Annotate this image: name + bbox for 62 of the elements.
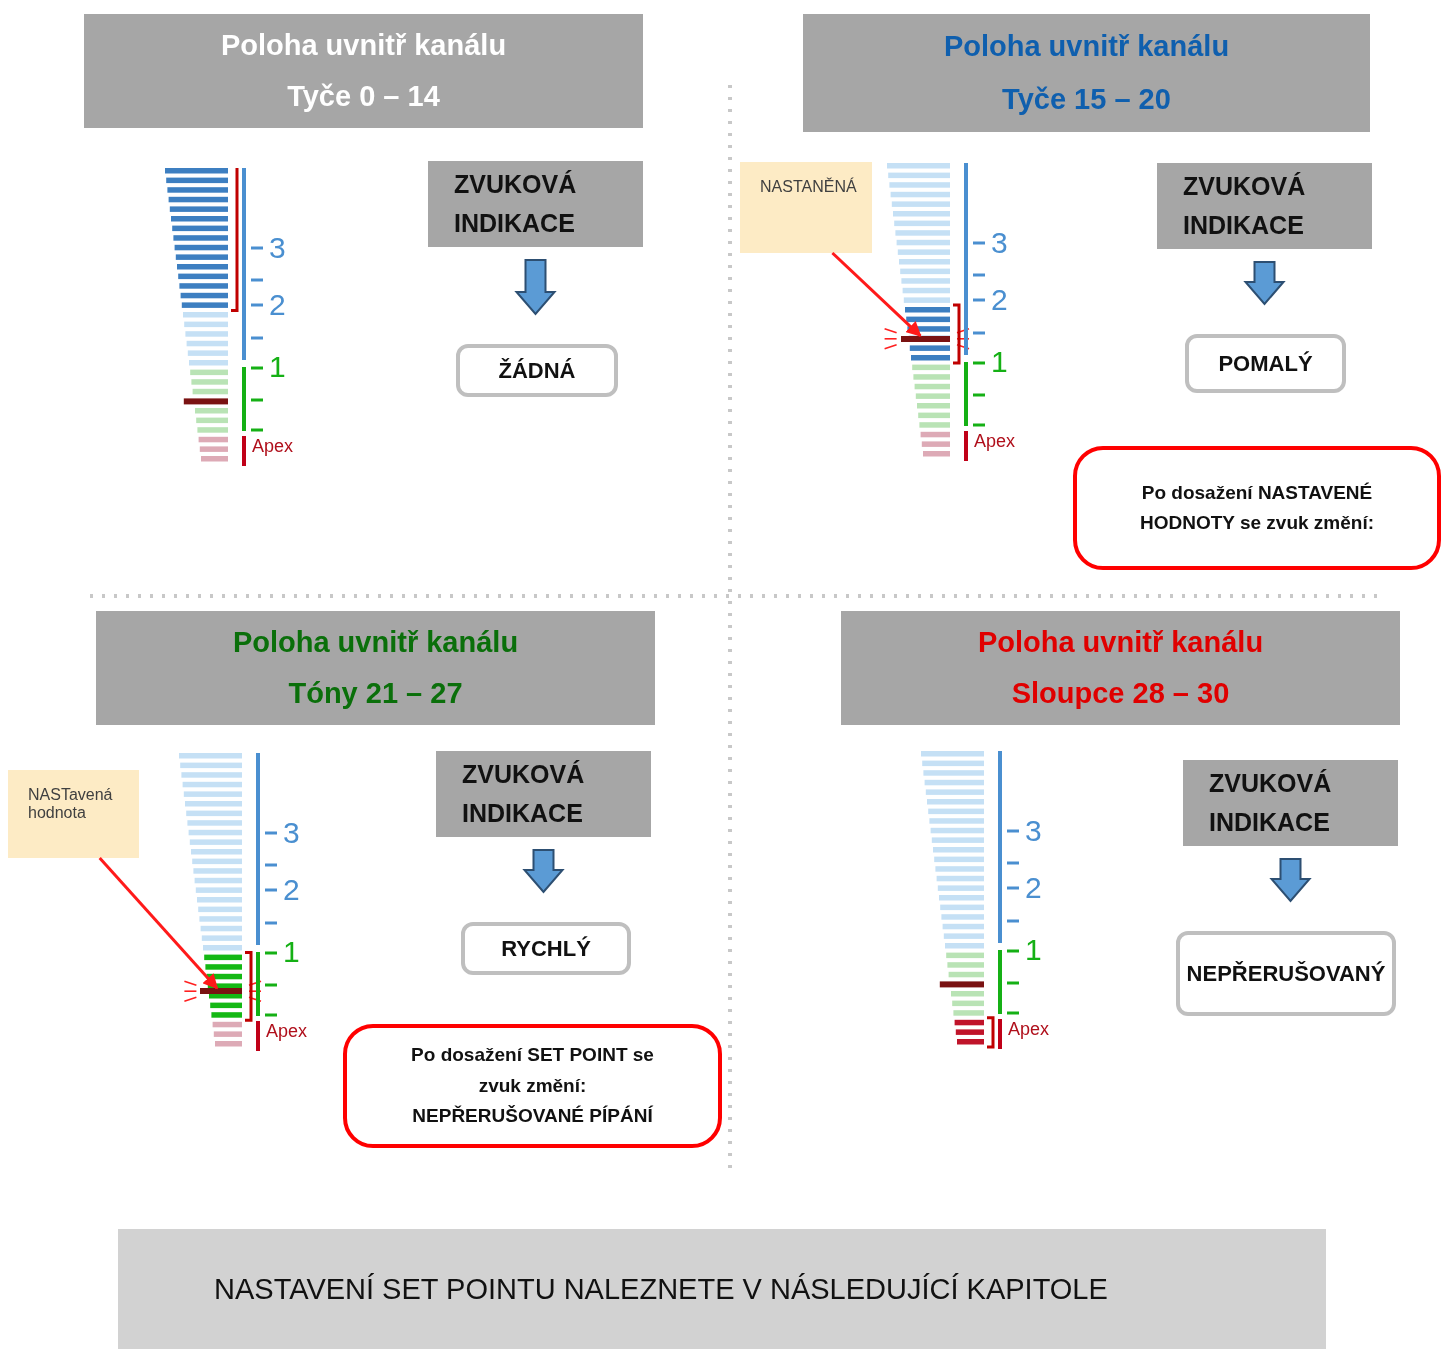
note-text: Po dosažení NASTAVENÉ HODNOTY se zvuk změní:: [1138, 480, 1375, 535]
indicator-header-text: ZVUKOVÁ INDIKACE: [1183, 171, 1307, 241]
apex-label: Apex: [266, 1022, 308, 1040]
indicator-header-box: [428, 161, 643, 247]
block-arrow: [1269, 858, 1312, 903]
header-text: Tyče 15 – 20: [1002, 83, 1171, 116]
result-text: ŽÁDNÁ: [498, 357, 576, 384]
indicator-header-box: [436, 751, 651, 837]
scale-number: 1: [991, 347, 1008, 377]
callout-text: NASTavená hodnota: [28, 786, 114, 822]
indicator-header-text: ZVUKOVÁ INDIKACE: [454, 169, 578, 239]
scale-number: 2: [283, 875, 300, 905]
set-point-callout: [8, 770, 139, 858]
header-text: Tóny 21 – 27: [288, 677, 463, 710]
header-text: Poloha uvnitř kanálu: [977, 626, 1264, 659]
header-band: [803, 14, 1370, 132]
header-text: Sloupce 28 – 30: [1011, 677, 1230, 710]
scale-number: 1: [1025, 935, 1042, 965]
scale-number: 1: [283, 937, 300, 967]
apex-label: Apex: [252, 437, 294, 455]
note-box: [343, 1024, 722, 1148]
indicator-header-box: [1183, 760, 1398, 846]
header-band: [841, 611, 1400, 725]
note-text: Po dosažení SET POINT se zvuk změní: NEPŘERUŠOVANÉ PÍPÁNÍ: [410, 1043, 655, 1129]
scale-number: 2: [991, 285, 1008, 315]
result-text: RYCHLÝ: [501, 935, 591, 962]
block-arrow: [1243, 261, 1286, 306]
block-arrow: [522, 849, 565, 894]
header-band: [84, 14, 643, 128]
header-text: Poloha uvnitř kanálu: [943, 30, 1230, 63]
apex-label: Apex: [974, 432, 1016, 450]
leader-arrow: [98, 857, 219, 990]
set-point-marker: [200, 988, 242, 995]
result-box: [1176, 931, 1396, 1016]
callout-text: NASTANĚNÁ: [760, 178, 857, 196]
leader-arrow: [831, 251, 922, 337]
scale-number: 3: [991, 228, 1008, 258]
header-text: Tyče 0 – 14: [287, 80, 440, 113]
header-text: Poloha uvnitř kanálu: [232, 626, 519, 659]
result-box: [1185, 334, 1346, 393]
footer-text: NASTAVENÍ SET POINTU NALEZNETE V NÁSLEDUJÍCÍ KAPITOLE: [214, 1272, 1108, 1306]
scale-number: 2: [1025, 873, 1042, 903]
result-text: NEPŘERUŠOVANÝ: [1186, 960, 1386, 987]
scale-number: 1: [269, 352, 286, 382]
result-text: POMALÝ: [1218, 350, 1313, 377]
note-box: [1073, 446, 1441, 570]
set-point-callout: [740, 162, 872, 253]
scale-number: 3: [283, 818, 300, 848]
set-point-marker: [900, 335, 950, 342]
indicator-header-text: ZVUKOVÁ INDIKACE: [1209, 768, 1333, 838]
header-band: [96, 611, 655, 725]
block-arrow: [514, 259, 557, 316]
footer-band: [118, 1229, 1326, 1349]
scale-number: 2: [269, 290, 286, 320]
header-text: Poloha uvnitř kanálu: [220, 29, 507, 62]
result-box: [456, 344, 618, 397]
indicator-header-text: ZVUKOVÁ INDIKACE: [462, 759, 586, 829]
result-box: [461, 922, 631, 975]
indicator-header-box: [1157, 163, 1372, 249]
scale-number: 3: [269, 233, 286, 263]
apex-label: Apex: [1008, 1020, 1050, 1038]
scale-number: 3: [1025, 816, 1042, 846]
